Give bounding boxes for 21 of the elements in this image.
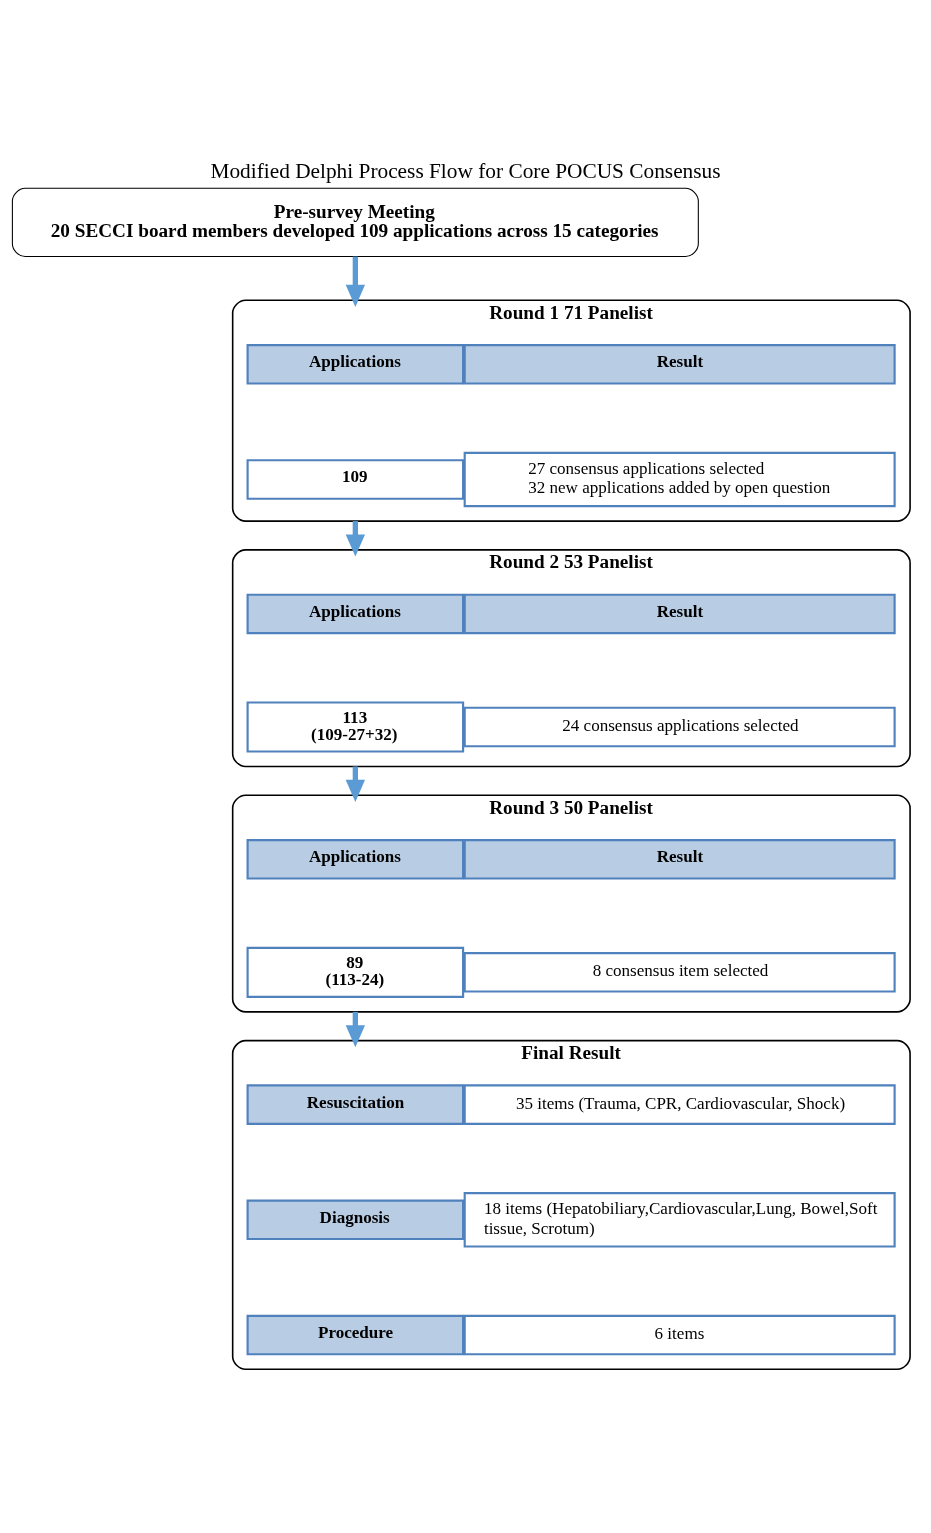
arrow bbox=[345, 256, 366, 307]
node-box: Applications bbox=[246, 343, 465, 385]
node-box: 109 bbox=[246, 458, 465, 500]
node-box: Result bbox=[463, 593, 896, 634]
node-box: Pre-survey Meeting 20 SECCI board members developed 109 applications across 15 categories bbox=[11, 187, 699, 257]
node-box: Result bbox=[463, 838, 896, 880]
node-box: 8 consensus item selected bbox=[463, 951, 896, 993]
node-box: Applications bbox=[246, 593, 465, 634]
node-box: Procedure bbox=[246, 1314, 465, 1355]
node-box: 89 (113-24) bbox=[246, 946, 465, 998]
node-box: Diagnosis bbox=[246, 1199, 465, 1240]
node-box: 6 items bbox=[463, 1314, 896, 1355]
node-box: Result bbox=[463, 343, 896, 385]
node-box: 24 consensus applications selected bbox=[463, 706, 896, 747]
diagram-title: Modified Delphi Process Flow for Core POCUS Consensus bbox=[210, 158, 721, 183]
node-box: Applications bbox=[246, 838, 465, 880]
node-box: Resuscitation bbox=[246, 1083, 465, 1125]
node-box: 27 consensus applications selected 32 new applications added by open question bbox=[463, 451, 896, 507]
node-box: 18 items (Hepatobiliary,Cardiovascular,Lung, Bowel,Soft tissue, Scrotum) bbox=[463, 1191, 896, 1248]
node-box: 113 (109-27+32) bbox=[246, 700, 465, 753]
node-box: 35 items (Trauma, CPR, Cardiovascular, Shock) bbox=[463, 1083, 896, 1125]
